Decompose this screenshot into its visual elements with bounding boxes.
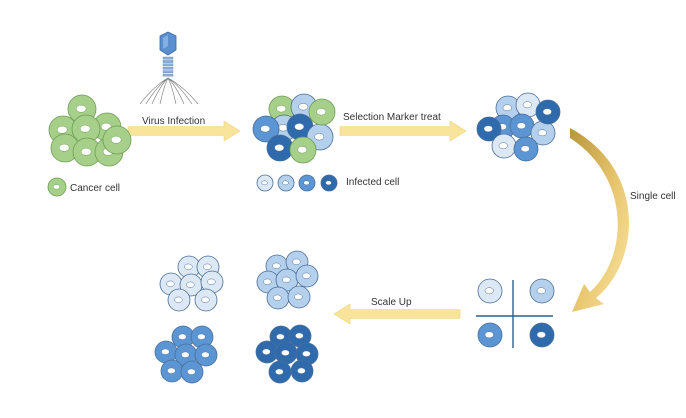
cell	[513, 136, 539, 162]
legend-infected-cell	[298, 174, 316, 192]
cell	[190, 325, 214, 349]
cell	[495, 95, 521, 121]
virus-infection-label: Virus Infection	[142, 116, 206, 127]
cell	[160, 359, 184, 383]
cell	[180, 360, 204, 384]
cell	[289, 136, 317, 164]
cell	[308, 98, 336, 126]
arrow-virus-infection	[127, 120, 241, 142]
cell	[286, 113, 314, 141]
cell	[491, 133, 517, 159]
cell	[194, 343, 218, 367]
cell	[252, 115, 280, 143]
legend-infected-cell	[320, 174, 338, 192]
single-cell	[477, 322, 503, 348]
scaled-cluster-4	[255, 324, 319, 384]
cell	[154, 340, 178, 364]
cell	[509, 113, 535, 139]
cell	[288, 324, 312, 348]
virus-icon	[139, 31, 199, 105]
scaled-cluster-1	[159, 255, 224, 312]
cell	[274, 341, 298, 365]
cell	[268, 360, 292, 384]
selected-cluster	[476, 92, 561, 162]
cell	[275, 268, 299, 292]
cell	[476, 116, 502, 142]
legend-infected-cell	[256, 174, 274, 192]
cell	[290, 359, 314, 383]
cell	[255, 340, 279, 364]
cell	[266, 286, 290, 310]
single-cell-label: Single cell	[630, 191, 676, 202]
legend-cancer-cell	[47, 177, 67, 197]
cell	[102, 125, 132, 155]
cell	[287, 285, 311, 309]
selection-marker-label: Selection Marker treat	[343, 112, 441, 123]
scaled-cluster-2	[256, 250, 319, 310]
legend-infected-cells	[256, 174, 338, 192]
single-cell	[529, 322, 555, 348]
infected-cell-label: Infected cell	[346, 177, 400, 188]
cell	[167, 288, 191, 312]
scaled-cluster-3	[154, 325, 218, 384]
cancer-cell-label: Cancer cell	[70, 183, 121, 194]
cell	[177, 255, 201, 279]
cell	[194, 288, 218, 312]
cancer-cell-cluster	[48, 94, 132, 167]
cell	[266, 134, 294, 162]
scale-up-label: Scale Up	[371, 297, 412, 308]
single-cell-plate	[476, 278, 555, 348]
legend-infected-cell	[277, 174, 295, 192]
cell	[200, 270, 224, 294]
cell	[295, 264, 319, 288]
single-cell	[529, 278, 555, 304]
single-cell	[477, 278, 503, 304]
cell	[515, 92, 541, 118]
arrow-single-cell	[570, 128, 630, 312]
arrow-scale-up	[333, 303, 461, 325]
infected-mixed-cluster	[252, 93, 336, 164]
arrow-selection-marker	[339, 120, 467, 142]
cell	[71, 114, 101, 144]
cell	[530, 120, 556, 146]
cell	[535, 99, 561, 125]
